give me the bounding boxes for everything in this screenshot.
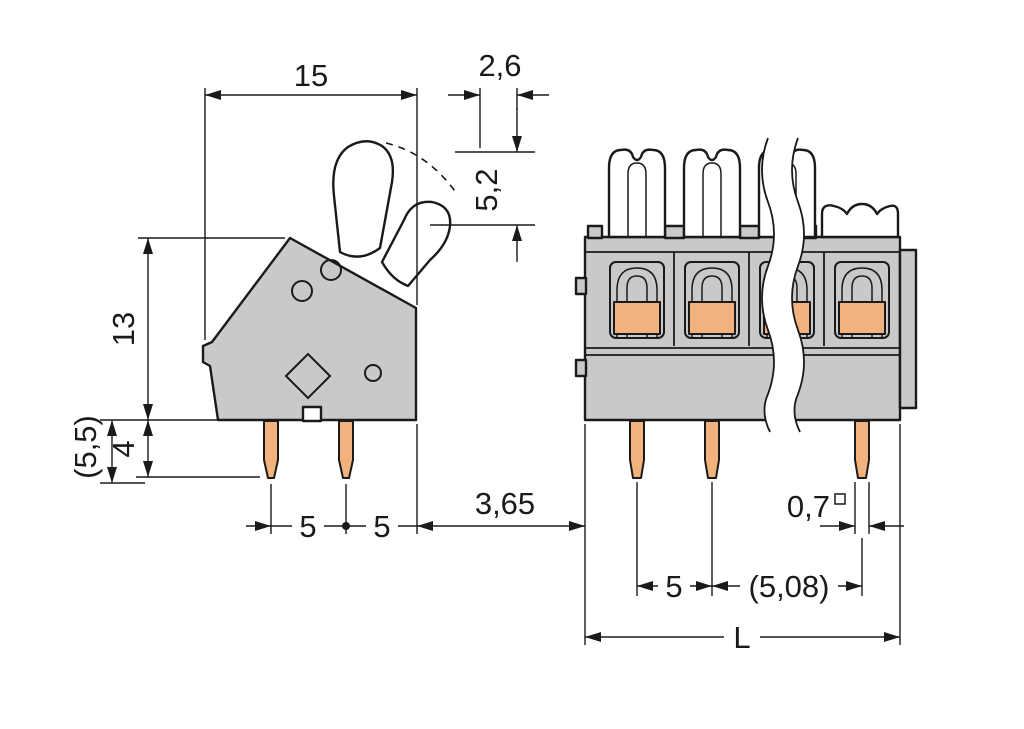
lever-front-pressed <box>820 202 900 239</box>
dim-label-bg <box>292 508 324 542</box>
break-gap <box>762 138 804 432</box>
lever-front-raised <box>682 148 742 239</box>
mounting-lug <box>574 358 588 378</box>
square-section-symbol <box>834 493 846 505</box>
dim-label-bg <box>658 569 690 603</box>
dim-label-4: 4 <box>106 440 141 457</box>
dim-label-pitch-a: 5 <box>299 509 316 544</box>
solder-pin <box>263 420 279 479</box>
mounting-lug <box>574 276 588 296</box>
dim-label-pitch-front: 5 <box>665 569 682 604</box>
dim-label-L: L <box>733 620 750 655</box>
dim-label-bg <box>724 620 760 654</box>
lever-closed <box>332 140 395 258</box>
housing-bottom-notch <box>301 405 323 423</box>
dim-label-5-2: 5,2 <box>469 168 504 211</box>
housing-hole <box>291 280 313 302</box>
lever-front-raised <box>607 148 667 239</box>
break-line <box>761 137 775 433</box>
side-view <box>201 140 458 479</box>
housing-hole <box>364 364 382 382</box>
dim-label-pitch-b: 5 <box>373 509 390 544</box>
busbar <box>838 301 886 335</box>
housing-top-tab <box>663 224 686 240</box>
dim-label-bg <box>366 508 398 542</box>
dim-label-15: 15 <box>294 58 328 93</box>
clamp-unit <box>834 261 890 339</box>
housing-top-tab <box>738 224 761 240</box>
lever-open <box>380 200 452 288</box>
dim-label-2-6: 2,6 <box>478 48 521 83</box>
busbar <box>613 301 661 335</box>
dim-label-0-7: 0,7 <box>787 489 830 524</box>
housing-top-tab <box>586 224 604 240</box>
solder-pin <box>854 420 870 479</box>
dim-label-5-08: (5,08) <box>749 569 830 604</box>
front-view <box>574 137 918 479</box>
side-view-housing <box>201 236 418 422</box>
busbar <box>688 301 736 335</box>
solder-pin <box>338 420 354 479</box>
dim-label-5-5-overall: (5,5) <box>68 415 103 479</box>
clamp-unit <box>609 261 665 339</box>
solder-pin <box>629 420 645 479</box>
break-line <box>791 137 805 433</box>
solder-pin <box>704 420 720 479</box>
lever-motion-arc <box>385 142 458 195</box>
housing-diamond-opening <box>284 352 332 400</box>
front-view-side-panel <box>898 248 918 410</box>
dim-label-13: 13 <box>106 312 141 346</box>
dimension-labels: 15 2,6 5,2 13 4 (5,5) 5 5 3,65 0,7 5 (5,… <box>68 48 846 655</box>
housing-hole <box>320 259 342 281</box>
clamp-unit <box>684 261 740 339</box>
dim-label-bg <box>740 569 838 603</box>
dim-label-3-65: 3,65 <box>475 486 535 521</box>
